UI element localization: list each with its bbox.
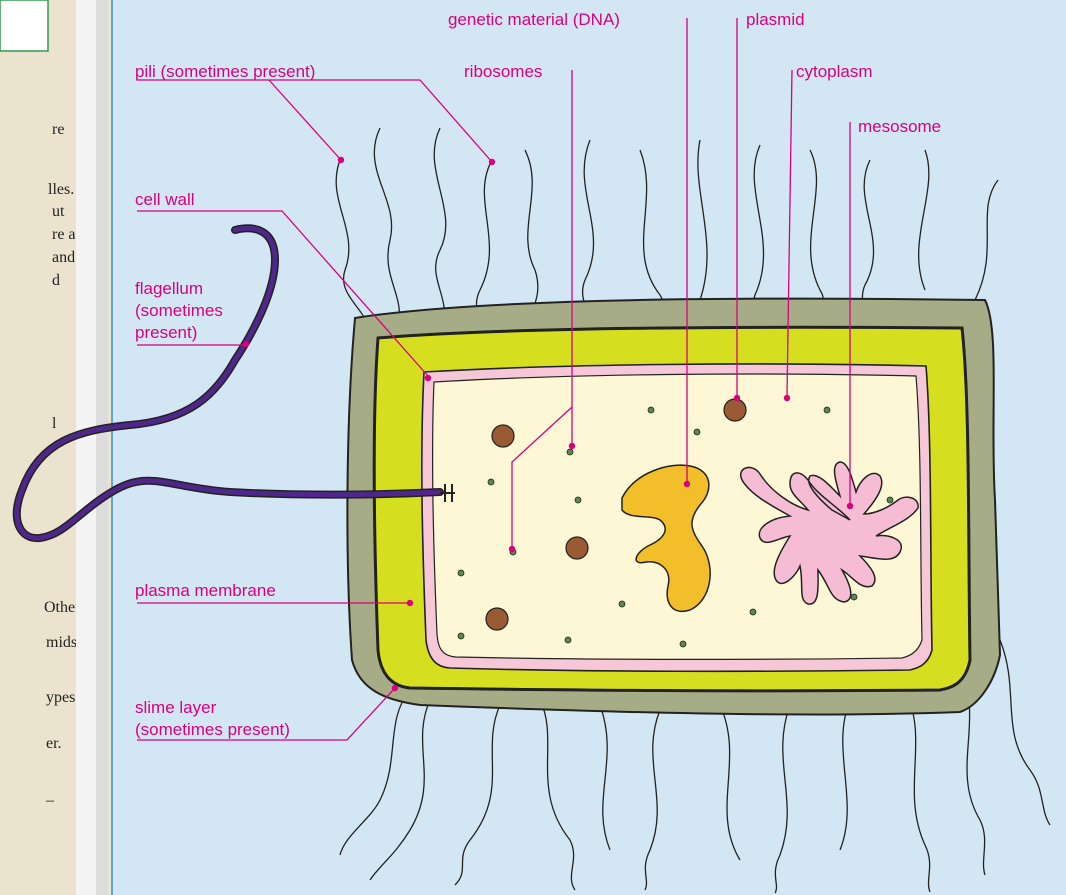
left-text-fragment: d — [52, 272, 60, 289]
label-flagellum: flagellum — [135, 279, 203, 298]
label-cytoplasm: cytoplasm — [796, 62, 873, 81]
plasmid-circle — [492, 425, 514, 447]
left-text-fragment: lles. — [48, 181, 74, 198]
plasmid-circle — [724, 399, 746, 421]
gutter-shadow — [96, 0, 108, 895]
left-text-fragment: – — [45, 792, 55, 809]
label-slime-layer-line-2: (sometimes present) — [135, 720, 290, 739]
left-text-fragment: ypes. — [46, 689, 79, 706]
left-text-fragment: l — [52, 415, 57, 432]
label-slime-layer: slime layer — [135, 698, 217, 717]
label-flagellum-line-2: (sometimes — [135, 301, 223, 320]
left-text-fragment: Other — [44, 599, 81, 616]
label-mesosome: mesosome — [858, 117, 941, 136]
label-plasmid: plasmid — [746, 10, 805, 29]
label-flagellum-line-3: present) — [135, 323, 197, 342]
label-cell-wall: cell wall — [135, 190, 195, 209]
left-text-fragment: ut — [52, 203, 65, 220]
plasmid-circle — [486, 608, 508, 630]
left-text-fragment: mids — [46, 634, 77, 651]
label-plasma-membrane: plasma membrane — [135, 581, 276, 600]
left-text-fragment: and — [52, 249, 75, 266]
label-genetic-material: genetic material (DNA) — [448, 10, 620, 29]
left-text-fragment: re — [52, 121, 64, 138]
label-ribosomes: ribosomes — [464, 62, 542, 81]
left-text-column — [0, 0, 76, 895]
label-pili: pili (sometimes present) — [135, 62, 315, 81]
left-info-box — [0, 0, 48, 51]
left-text-fragment: er. — [46, 735, 62, 752]
plasmid-circle — [566, 537, 588, 559]
